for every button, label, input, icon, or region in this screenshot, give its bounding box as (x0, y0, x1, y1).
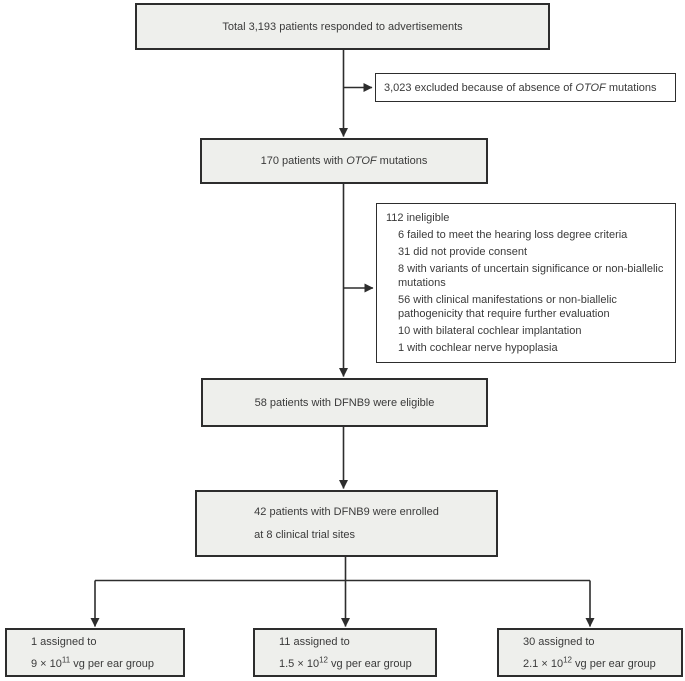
group3-dose-exponent: 12 (563, 654, 572, 664)
ineligible-item: 10 with bilateral cochlear implantation (398, 325, 582, 337)
box-dose-group-2: 11 assigned to 1.5 × 1012 vg per ear gro… (253, 628, 437, 677)
box-dose-group-1: 1 assigned to 9 × 1011 vg per ear group (5, 628, 185, 677)
box-enrolled: 42 patients with DFNB9 were enrolled at … (195, 490, 498, 557)
group3-line1: 30 assigned to (523, 635, 595, 648)
group3-dose-suffix: vg per ear group (571, 657, 656, 670)
total-responded-label: Total 3,193 patients responded to advert… (222, 20, 463, 33)
box-dose-group-3: 30 assigned to 2.1 × 1012 vg per ear gro… (497, 628, 683, 677)
ineligible-item: 31 did not provide consent (398, 246, 528, 258)
dose-group-3-label: 30 assigned to 2.1 × 1012 vg per ear gro… (523, 631, 656, 675)
enrolled-line1: 42 patients with DFNB9 were enrolled (254, 505, 439, 518)
ineligible-heading: 112 ineligible (386, 212, 450, 224)
group2-dose-base: 1.5 × 10 (279, 657, 320, 670)
eligible-label: 58 patients with DFNB9 were eligible (254, 396, 435, 409)
ineligible-item: 8 with variants of uncertain significanc… (398, 263, 664, 289)
group2-dose: 1.5 × 1012 vg per ear group (279, 654, 412, 670)
excluded-gene-name: OTOF (575, 81, 606, 94)
ineligible-item: 56 with clinical manifestations or non-b… (398, 294, 617, 320)
otof-text-prefix: 170 patients with (260, 155, 347, 167)
excluded-text-suffix: mutations (605, 81, 657, 94)
enrolled-line2: at 8 clinical trial sites (254, 528, 356, 541)
group2-dose-suffix: vg per ear group (327, 657, 412, 670)
dose-group-1-label: 1 assigned to 9 × 1011 vg per ear group (31, 631, 154, 675)
otof-text-suffix: mutations (376, 155, 428, 167)
dose-group-2-label: 11 assigned to 1.5 × 1012 vg per ear gro… (279, 631, 412, 675)
group2-dose-exponent: 12 (319, 654, 328, 664)
excluded-label: 3,023 excluded because of absence of OTO… (384, 81, 657, 95)
group3-dose: 2.1 × 1012 vg per ear group (523, 654, 656, 670)
enrolled-label: 42 patients with DFNB9 were enrolled at … (254, 501, 439, 547)
ineligible-item: 6 failed to meet the hearing loss degree… (398, 229, 628, 241)
group3-dose-base: 2.1 × 10 (523, 657, 564, 670)
group1-line1: 1 assigned to (31, 635, 97, 648)
box-otof-mutations: 170 patients with OTOF mutations (200, 138, 488, 184)
ineligible-item: 1 with cochlear nerve hypoplasia (398, 342, 558, 354)
box-eligible: 58 patients with DFNB9 were eligible (201, 378, 488, 427)
group1-dose-suffix: vg per ear group (70, 657, 154, 670)
box-excluded: 3,023 excluded because of absence of OTO… (375, 73, 676, 102)
group1-dose-base: 9 × 10 (31, 657, 62, 670)
group1-dose-exponent: 11 (61, 654, 71, 664)
group2-line1: 11 assigned to (279, 635, 350, 648)
box-ineligible: 112 ineligible 6 failed to meet the hear… (376, 203, 676, 363)
otof-gene-name: OTOF (346, 155, 377, 167)
otof-label: 170 patients with OTOF mutations (261, 154, 428, 168)
excluded-text-prefix: 3,023 excluded because of absence of (384, 81, 576, 94)
group1-dose: 9 × 1011 vg per ear group (31, 654, 154, 670)
box-total-responded: Total 3,193 patients responded to advert… (135, 3, 550, 50)
